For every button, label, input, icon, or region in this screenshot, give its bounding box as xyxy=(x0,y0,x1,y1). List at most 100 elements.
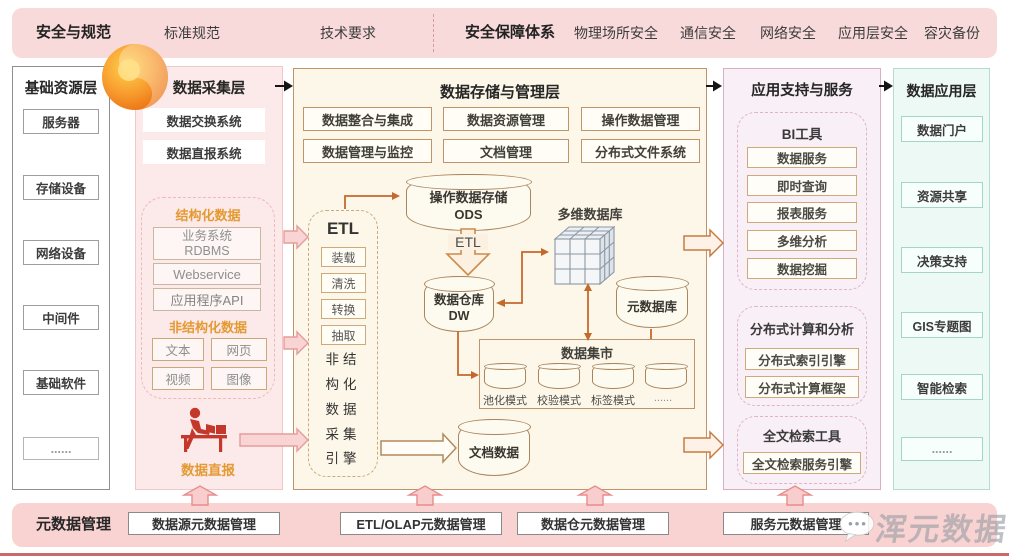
metadata-title: 元数据管理 xyxy=(36,516,112,533)
structured-webservice-box: Webservice xyxy=(153,263,261,285)
person-reporting-icon xyxy=(181,407,227,452)
dw-label-line2: DW xyxy=(448,309,470,323)
etl-step-load: 装载 xyxy=(321,247,366,267)
data-mart-title: 数据集市 xyxy=(560,346,613,361)
etl-title: ETL xyxy=(326,219,360,238)
dw-cylinder: 数据仓库 DW xyxy=(423,275,495,332)
security-bar-title: 安全与规范 xyxy=(36,24,112,41)
structured-api-box: 应用程序API xyxy=(153,288,261,311)
bi-item-olap: 多维分析 xyxy=(747,230,857,251)
bi-tools-title: BI工具 xyxy=(781,127,823,142)
app-item-gis: GIS专题图 xyxy=(901,312,983,338)
mart-mode-tag: 标签模式 xyxy=(591,395,635,407)
mgmt-box-operation: 操作数据管理 xyxy=(581,107,700,131)
bi-item-mining: 数据挖掘 xyxy=(747,258,857,279)
app-item-decision: 决策支持 xyxy=(901,247,983,273)
mart-mode-pool: 池化模式 xyxy=(483,395,527,407)
infra-item-network: 网络设备 xyxy=(23,240,99,265)
infra-item-more: ...... xyxy=(23,437,99,460)
meta-box-service: 服务元数据管理 xyxy=(723,512,869,535)
mart-cylinder-3 xyxy=(591,362,635,389)
docdata-label: 文档数据 xyxy=(468,446,519,461)
brand-swirl-logo xyxy=(102,44,168,111)
etl-step-clean: 清洗 xyxy=(321,273,366,293)
structured-data-title: 结构化数据 xyxy=(175,208,241,223)
infra-layer-title: 基础资源层 xyxy=(24,81,98,97)
fulltext-title: 全文检索工具 xyxy=(762,429,841,444)
bi-item-query: 即时查询 xyxy=(747,175,857,196)
infra-layer-panel: 基础资源层 xyxy=(12,66,110,490)
mart-mode-more: ...... xyxy=(653,392,673,404)
ods-label-line2: ODS xyxy=(454,206,483,222)
brand-watermark: 浑元数据 xyxy=(838,500,1009,552)
meta-box-warehouse: 数据仓元数据管理 xyxy=(517,512,669,535)
apps-title: 数据应用层 xyxy=(906,83,977,99)
services-title: 应用支持与服务 xyxy=(751,83,853,99)
bar-item-standards: 标准规范 xyxy=(164,25,220,41)
brand-name: 浑元数据 xyxy=(873,511,1009,547)
engine-line-2: 构化 xyxy=(325,377,361,392)
bar-item-physical: 物理场所安全 xyxy=(574,25,658,41)
infra-item-storage: 存储设备 xyxy=(23,175,99,200)
meta-box-etlolap: ETL/OLAP元数据管理 xyxy=(340,512,502,535)
bar-item-tech: 技术要求 xyxy=(320,25,376,41)
unstructured-video-box: 视频 xyxy=(152,367,204,390)
bi-item-report: 报表服务 xyxy=(747,202,857,223)
bar-divider xyxy=(433,14,434,52)
distributed-group: 分布式计算和分析 xyxy=(737,306,867,406)
docdata-cylinder: 文档数据 xyxy=(457,418,531,476)
direct-report-label: 数据直报 xyxy=(181,463,235,478)
app-item-share: 资源共享 xyxy=(901,182,983,208)
mgmt-box-document: 文档管理 xyxy=(443,139,569,163)
etl-step-transform: 转换 xyxy=(321,299,366,319)
etl-step-extract: 抽取 xyxy=(321,325,366,345)
ods-label-line1: 操作数据存储 xyxy=(429,190,508,206)
rdbms-line2: RDBMS xyxy=(184,243,230,258)
engine-line-4: 采集 xyxy=(325,427,361,442)
multidim-cube-icon xyxy=(553,225,616,286)
etl-arrow-label: ETL xyxy=(448,234,488,250)
collect-report-system: 数据直报系统 xyxy=(143,140,265,164)
mgmt-box-monitor: 数据管理与监控 xyxy=(303,139,432,163)
security-bar: 安全与规范 标准规范 技术要求 安全保障体系 物理场所安全 通信安全 网络安全 … xyxy=(12,8,997,58)
mart-cylinder-1 xyxy=(483,362,527,389)
mgmt-box-resource: 数据资源管理 xyxy=(443,107,569,131)
engine-line-5: 引擎 xyxy=(325,451,361,466)
storage-layer-title: 数据存储与管理层 xyxy=(439,84,560,101)
unstructured-image-box: 图像 xyxy=(211,367,267,390)
bar-item-comms: 通信安全 xyxy=(680,25,736,41)
dist-item-index: 分布式索引引擎 xyxy=(745,348,859,370)
mart-cylinder-2 xyxy=(537,362,581,389)
mart-mode-verify: 校验模式 xyxy=(537,395,581,407)
engine-line-1: 非结 xyxy=(325,352,361,367)
engine-line-3: 数据 xyxy=(325,402,361,417)
infra-item-basesoft: 基础软件 xyxy=(23,370,99,395)
metadb-cylinder: 元数据库 xyxy=(615,275,689,328)
unstructured-web-box: 网页 xyxy=(211,338,267,361)
app-item-search: 智能检索 xyxy=(901,374,983,400)
dw-label-line1: 数据仓库 xyxy=(433,293,484,308)
app-item-more: ...... xyxy=(901,437,983,461)
fulltext-group: 全文检索工具 xyxy=(737,416,867,484)
infra-item-middleware: 中间件 xyxy=(23,305,99,330)
security-system-title: 安全保障体系 xyxy=(465,24,556,41)
unstructured-data-title: 非结构化数据 xyxy=(168,320,247,335)
bar-item-network: 网络安全 xyxy=(760,25,816,41)
multidim-db-label: 多维数据库 xyxy=(557,207,623,222)
metadb-label: 元数据库 xyxy=(626,300,677,315)
infra-item-server: 服务器 xyxy=(23,109,99,134)
distributed-title: 分布式计算和分析 xyxy=(749,322,854,337)
unstructured-text-box: 文本 xyxy=(152,338,204,361)
structured-rdbms-box: 业务系统 RDBMS xyxy=(153,227,261,260)
bi-tools-group: BI工具 xyxy=(737,112,867,290)
collect-exchange-system: 数据交换系统 xyxy=(143,108,265,132)
app-item-portal: 数据门户 xyxy=(901,116,983,142)
mart-cylinder-4 xyxy=(644,362,688,389)
ods-cylinder: 操作数据存储 ODS xyxy=(405,173,532,231)
rdbms-line1: 业务系统 xyxy=(181,228,232,243)
collect-data-group xyxy=(141,197,275,399)
bi-item-dataservice: 数据服务 xyxy=(747,147,857,168)
mgmt-box-integration: 数据整合与集成 xyxy=(303,107,432,131)
dist-item-compute: 分布式计算框架 xyxy=(745,376,859,398)
chat-bubble-icon xyxy=(839,511,875,543)
